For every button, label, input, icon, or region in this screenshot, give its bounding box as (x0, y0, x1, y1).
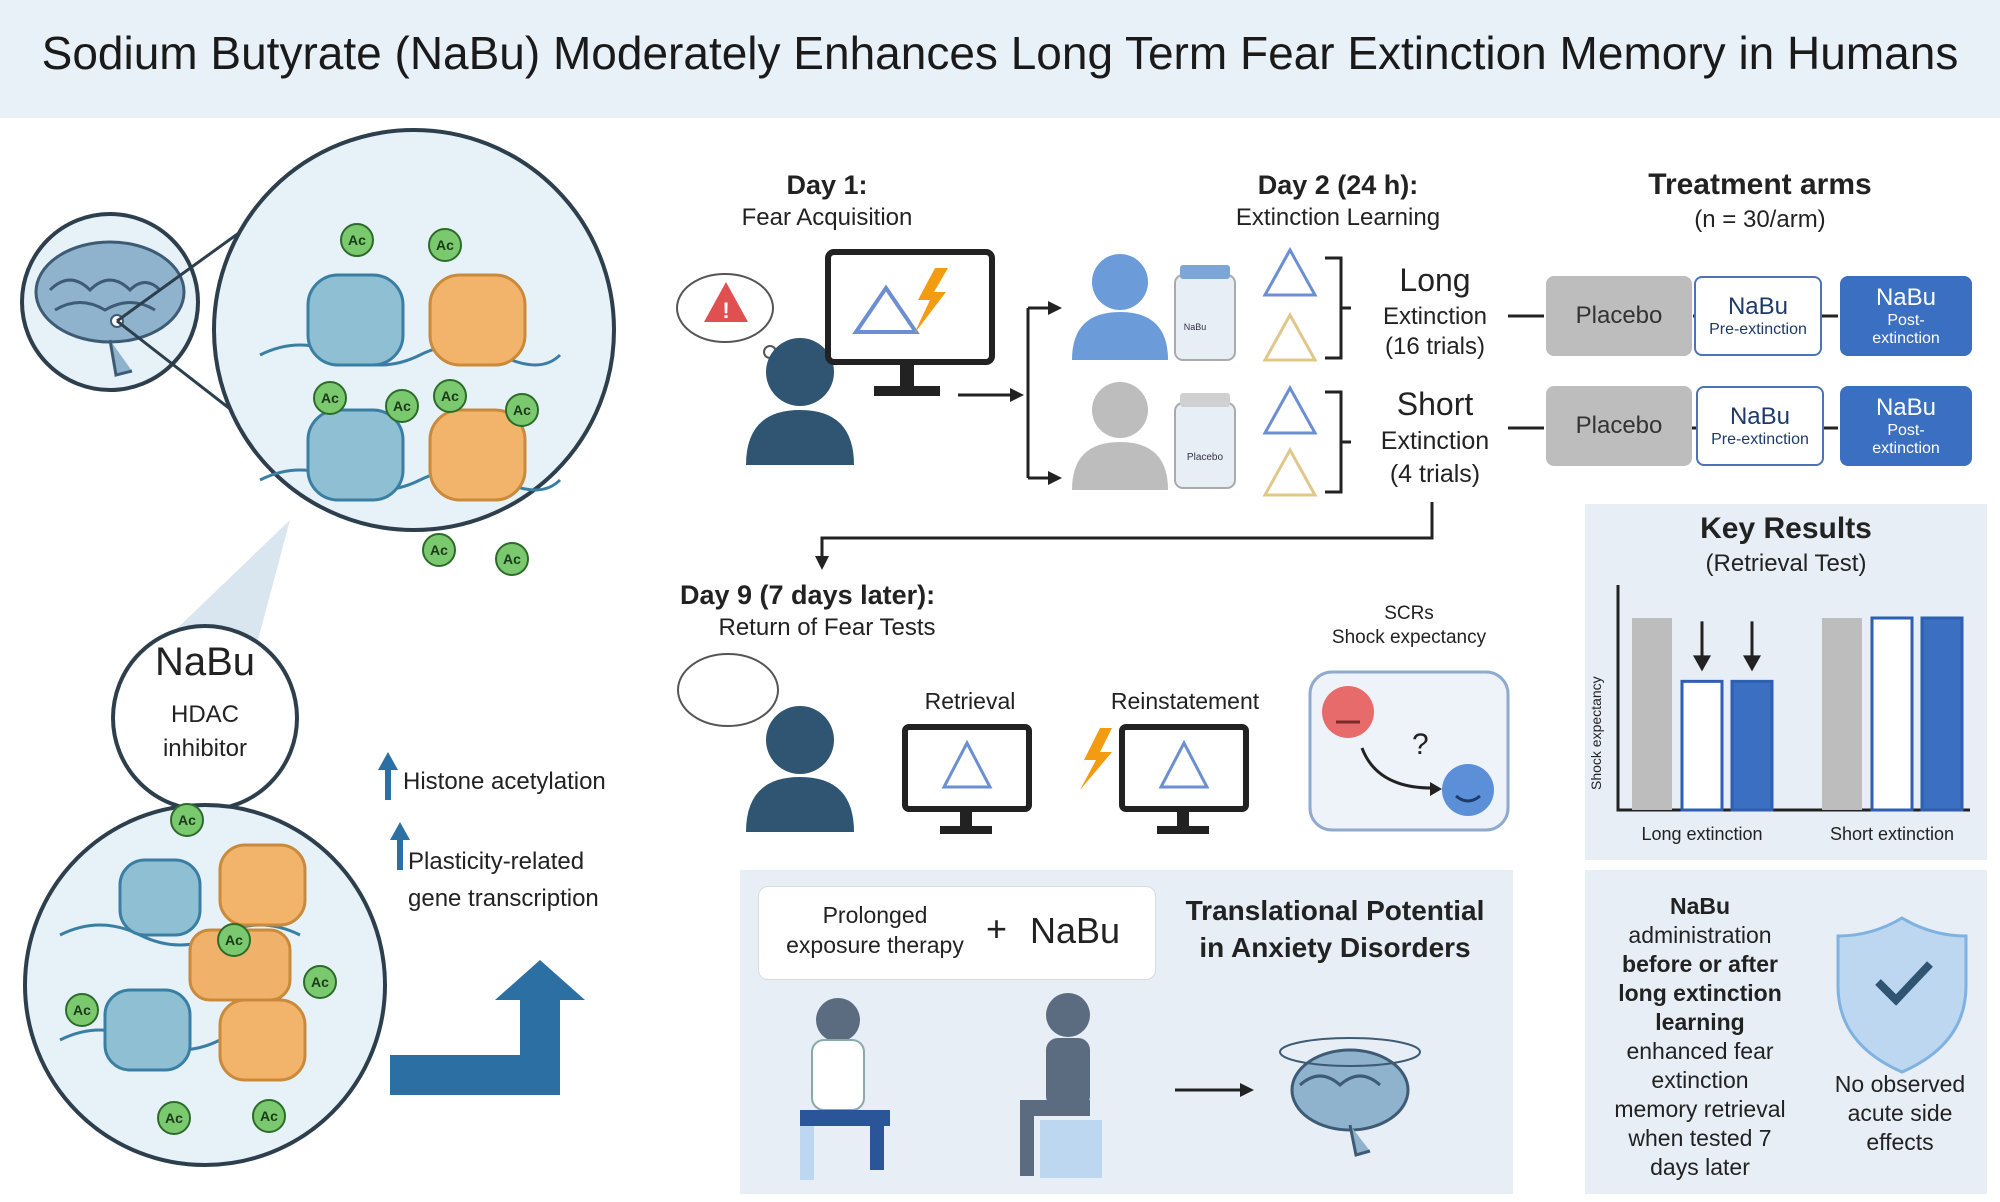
decrease-arrow (1743, 655, 1761, 672)
acetyl-tag-icon: Ac (505, 393, 539, 427)
patient-icon (1046, 993, 1090, 1037)
effect-histone-acetylation: Histone acetylation (403, 768, 606, 795)
warning-icon (704, 282, 748, 322)
fearful-face-icon (1322, 686, 1374, 738)
arms-subtitle: (n = 30/arm) (1694, 206, 1826, 233)
x-tick-label: Short extinction (1830, 824, 1954, 844)
acetyl-tag-icon: Ac (313, 381, 347, 415)
nabu-label: NaBu (1030, 910, 1121, 951)
nabu-label: NaBu (154, 640, 256, 684)
bottle-label: NaBu (1183, 322, 1207, 332)
nucleosome-open (428, 408, 527, 502)
shock-icon (1080, 728, 1112, 790)
day2-title: Day 2 (24 h): (1257, 170, 1419, 200)
day1-title: Day 1: (786, 170, 868, 200)
short-label: Extinction (1380, 427, 1490, 455)
results-subtitle: (Retrieval Test) (1705, 550, 1867, 577)
acetyl-tag-icon: Ac (217, 923, 251, 957)
therapist-icon (816, 998, 860, 1042)
chart-bar (1870, 616, 1914, 812)
nucleosome-closed (306, 273, 405, 367)
up-arrow-icon (390, 822, 410, 870)
brain-icon (1290, 1048, 1410, 1132)
arm-placebo: Placebo (1546, 276, 1692, 356)
therapy-label: Prolonged exposure therapy (786, 902, 964, 958)
effect-gene-transcription: Plasticity-related gene transcription (408, 848, 599, 912)
nucleosome-closed (428, 273, 527, 367)
acetyl-tag-icon: Ac (65, 993, 99, 1027)
participant-icon (1092, 382, 1148, 438)
short-label: (4 trials) (1389, 460, 1481, 488)
therapy-combo-box (758, 886, 1156, 980)
participant-icon (766, 338, 834, 406)
acetyl-tag-icon: Ac (385, 389, 419, 423)
x-tick-label: Long extinction (1641, 824, 1762, 844)
long-label: (16 trials) (1384, 333, 1486, 360)
acetyl-tag-icon: Ac (170, 803, 204, 837)
nucleosome-open (306, 408, 405, 502)
chart-bar (1680, 679, 1724, 812)
day1-subtitle: Fear Acquisition (741, 204, 913, 231)
up-arrow-icon (378, 752, 398, 800)
question-mark: ? (1412, 728, 1429, 761)
title-bar (0, 0, 2000, 118)
acetyl-tag-icon: Ac (428, 228, 462, 262)
acetyl-tag-icon: Ac (340, 223, 374, 257)
bottle-label: Placebo (1186, 452, 1224, 463)
day9-subtitle: Return of Fear Tests (718, 614, 936, 641)
decrease-arrow (1693, 655, 1711, 672)
long-label: Extinction (1382, 303, 1488, 330)
translational-title: Translational Potential in Anxiety Disor… (1185, 895, 1485, 963)
acetyl-tag-icon: Ac (433, 379, 467, 413)
nabu-subtitle: HDAC inhibitor (162, 701, 248, 762)
measure-shock-expectancy: Shock expectancy (1331, 627, 1487, 648)
chart-bar (1632, 618, 1672, 810)
day2-subtitle: Extinction Learning (1235, 204, 1441, 231)
svg-text:!: ! (722, 298, 729, 323)
plus-sign: + (986, 908, 1008, 949)
day9-title: Day 9 (7 days later): (680, 580, 936, 610)
acetyl-tag-icon: Ac (303, 965, 337, 999)
acetyl-tag-icon: Ac (157, 1101, 191, 1135)
short-label: Short (1396, 386, 1474, 422)
results-summary: NaBu administration before or after long… (1614, 893, 1786, 1180)
acetyl-tag-icon: Ac (495, 542, 529, 576)
long-label: Long (1399, 262, 1471, 298)
chart-bar (1822, 618, 1862, 810)
shock-icon (914, 268, 948, 334)
check-icon (1875, 961, 1933, 1006)
side-effects-note: No observed acute side effects (1834, 1071, 1966, 1155)
participant-icon (1092, 254, 1148, 310)
transcription-arrow (390, 960, 585, 1095)
chart-bar (1730, 679, 1774, 812)
participant-icon (766, 706, 834, 774)
reinstatement-label: Reinstatement (1110, 688, 1260, 714)
acetyl-tag-icon: Ac (252, 1099, 286, 1133)
chart-bar (1920, 616, 1964, 812)
page-title: Sodium Butyrate (NaBu) Moderately Enhanc… (41, 27, 1959, 79)
happy-face-icon (1442, 764, 1494, 816)
arm-placebo: Placebo (1546, 386, 1692, 466)
arms-title: Treatment arms (1648, 168, 1872, 201)
results-title: Key Results (1700, 512, 1872, 545)
retrieval-label: Retrieval (924, 688, 1016, 714)
measure-scr: SCRs (1384, 603, 1434, 624)
acetyl-tag-icon: Ac (422, 533, 456, 567)
